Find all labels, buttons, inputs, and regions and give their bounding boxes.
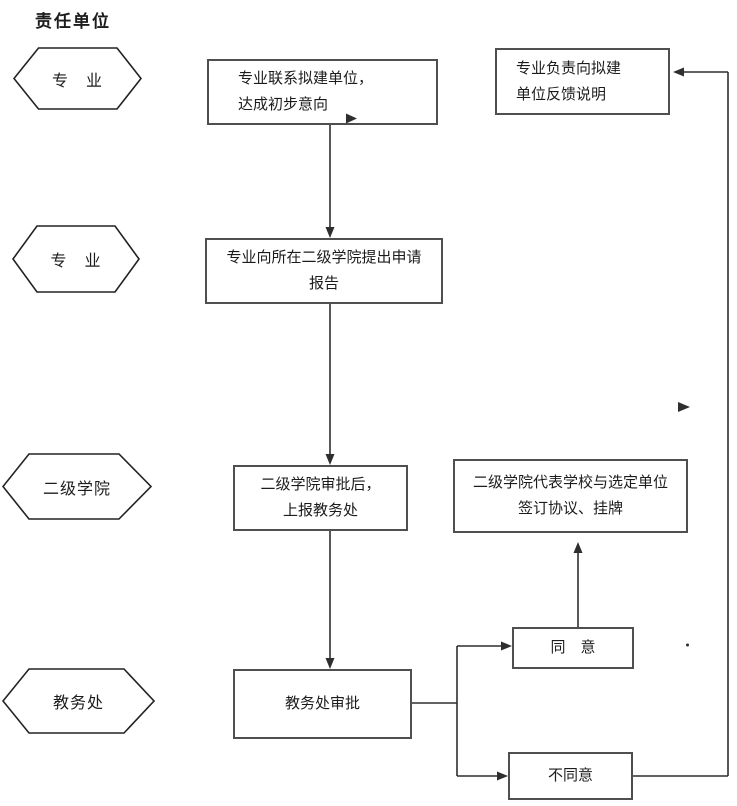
node-text-line: 教务处审批: [284, 695, 360, 712]
hexagon-shape: [13, 47, 142, 110]
node-text-line: 达成初步意向: [238, 96, 329, 113]
node-text-line: 同 意: [550, 639, 596, 656]
hexagon-shape: [2, 453, 152, 520]
line-office-review-to-branch: [412, 646, 458, 776]
arrowhead-contact-bottom-icon: [346, 113, 357, 124]
flow-node-contact: 专业联系拟建单位， 达成初步意向: [207, 59, 438, 125]
lane-hexagon-office: 教务处: [2, 668, 155, 734]
lane-hexagon-major-1: 专 业: [13, 47, 142, 110]
arrow-disagree-to-feedback: [633, 67, 729, 777]
arrow-branch-to-disagree: [457, 771, 508, 781]
lane-label: 专 业: [51, 72, 103, 90]
flow-node-sign: 二级学院代表学校与选定单位 签订协议、挂牌: [453, 459, 688, 533]
flow-node-disagree: 不同意: [508, 752, 633, 800]
node-text-line: 专业联系拟建单位，: [238, 70, 374, 87]
arrow-agree-to-sign: [573, 542, 583, 627]
node-text-line: 专业向所在二级学院提出申请: [226, 249, 422, 266]
node-text-line: 签订协议、挂牌: [517, 500, 623, 517]
lane-label: 教务处: [52, 695, 104, 712]
arrow-contact-to-apply: [325, 125, 335, 238]
node-text-line: 不同意: [547, 767, 593, 784]
page-title: 责任单位: [35, 12, 111, 31]
lane-hexagon-major-2: 专 业: [12, 225, 140, 293]
node-text-line: 上报教务处: [282, 502, 358, 519]
arrow-branch-to-agree: [457, 641, 512, 651]
arrowhead-stray-right-icon: [678, 402, 690, 412]
hexagon-shape: [2, 668, 155, 734]
lane-hexagon-college: 二级学院: [2, 453, 152, 520]
flow-node-college-review: 二级学院审批后， 上报教务处: [233, 465, 408, 531]
flow-node-feedback: 专业负责向拟建 单位反馈说明: [495, 48, 670, 115]
hexagon-shape: [12, 225, 140, 293]
flow-node-apply: 专业向所在二级学院提出申请 报告: [205, 238, 443, 304]
flow-node-agree: 同 意: [512, 627, 634, 669]
lane-label: 二级学院: [42, 480, 111, 498]
node-text-line: 二级学院代表学校与选定单位: [472, 474, 668, 491]
node-text-line: 二级学院审批后，: [260, 476, 381, 493]
node-text-line: 报告: [308, 275, 339, 292]
flow-node-office-review: 教务处审批: [233, 669, 412, 739]
node-text-line: 专业负责向拟建: [516, 59, 622, 77]
stray-dot: [686, 643, 689, 647]
arrow-college-review-to-office-review: [325, 531, 335, 669]
node-text-line: 单位反馈说明: [516, 85, 607, 103]
arrow-apply-to-college-review: [325, 304, 335, 465]
lane-label: 专 业: [50, 253, 102, 270]
